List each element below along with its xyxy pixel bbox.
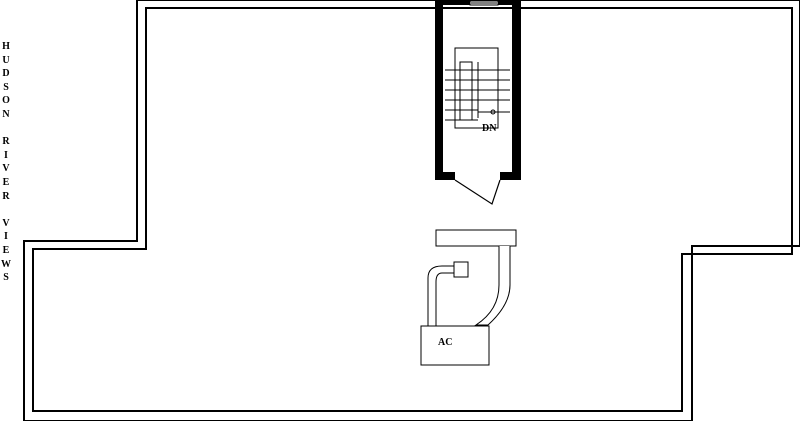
stair-flight xyxy=(445,47,510,129)
ac-supply-register xyxy=(435,229,517,247)
stair-outline-inner xyxy=(459,61,473,121)
ac-vent-box xyxy=(453,261,469,278)
stairwell-left-wall xyxy=(435,0,443,180)
ac-system xyxy=(420,229,517,366)
stairwell xyxy=(435,0,521,205)
side-label-hudson-river-views: H U D S O N R I V E R V I E W S xyxy=(1,41,11,284)
stair-direction-label: DN xyxy=(482,123,497,134)
ac-duct-main xyxy=(474,246,511,326)
stair-direction-marker xyxy=(490,109,496,115)
stairwell-top-wall-left xyxy=(435,0,470,5)
ac-unit-label: AC xyxy=(438,337,452,348)
door-swing xyxy=(454,179,501,205)
ac-duct-side xyxy=(427,265,455,326)
stairwell-bottom-left-jamb xyxy=(435,172,455,180)
stairwell-bottom-right-jamb xyxy=(500,172,521,180)
outer-wall-outer-line xyxy=(23,0,800,421)
stairwell-right-wall xyxy=(512,0,521,180)
outer-wall-inner-line xyxy=(32,7,793,412)
stair-outline-outer xyxy=(454,47,499,129)
ac-unit xyxy=(420,325,490,366)
stairwell-top-wall-right xyxy=(498,0,521,5)
